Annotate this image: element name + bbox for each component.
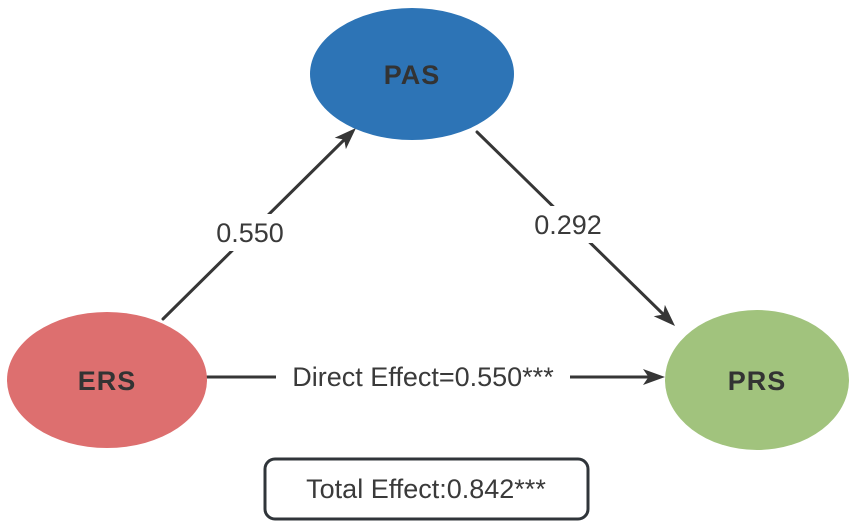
edge-label-pas-to-prs: 0.292 <box>534 210 602 240</box>
node-ers: ERS <box>7 312 207 448</box>
node-pas-ellipse <box>310 8 514 140</box>
node-pas-label: PAS <box>384 60 441 90</box>
node-ers-ellipse <box>7 312 207 448</box>
total-effect-rect <box>263 457 590 521</box>
node-prs-ellipse <box>665 310 849 450</box>
node-prs: PRS <box>665 310 849 450</box>
edge-pas-to-prs: 0.292 <box>475 130 675 326</box>
edge-label-mask <box>521 206 615 243</box>
arrowhead-pas-to-prs <box>653 304 675 326</box>
arrowhead-ers-to-prs <box>643 369 665 385</box>
edge-label-ers-to-pas: 0.550 <box>216 218 284 248</box>
edge-label-direct-effect: Direct Effect=0.550*** <box>292 362 554 392</box>
edge-label-mask <box>203 214 297 251</box>
edge-ers-to-prs: Direct Effect=0.550*** <box>205 358 665 394</box>
node-prs-label: PRS <box>728 366 787 396</box>
total-effect-box: Total Effect:0.842*** <box>263 457 590 521</box>
edge-ers-to-pas: 0.550 <box>161 128 356 321</box>
node-pas: PAS <box>310 8 514 140</box>
total-effect-label: Total Effect:0.842*** <box>306 474 546 504</box>
arrowhead-ers-to-pas <box>334 128 356 150</box>
node-ers-label: ERS <box>78 366 137 396</box>
edge-label-mask <box>276 358 570 394</box>
